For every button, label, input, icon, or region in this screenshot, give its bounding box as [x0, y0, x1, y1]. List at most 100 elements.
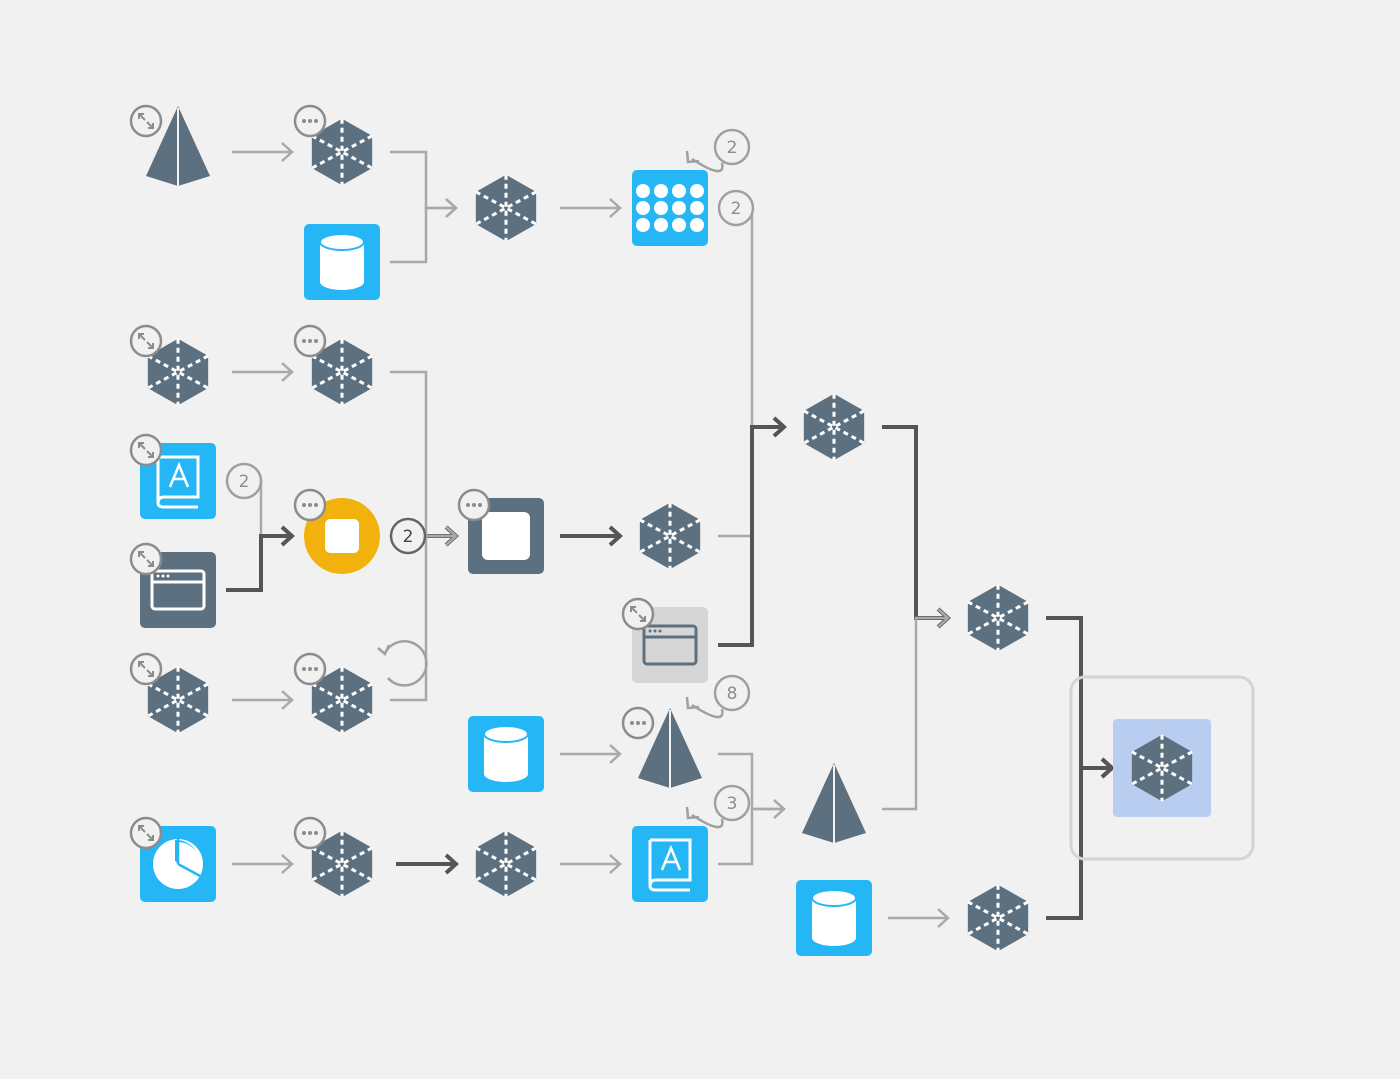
indicator-ring [129, 542, 163, 576]
node-square[interactable] [457, 488, 544, 574]
edge-n12-n13 [232, 690, 294, 710]
node-cube[interactable] [803, 393, 865, 461]
more-options-icon[interactable] [293, 488, 327, 522]
edge-n19-n20 [560, 744, 622, 764]
cube-edge [147, 354, 209, 390]
node-cube[interactable] [293, 104, 373, 186]
node-book[interactable]: 3 [632, 784, 751, 902]
edge-n1-n2 [232, 142, 294, 162]
more-options-icon[interactable] [621, 706, 655, 740]
edge-n21-n23 [718, 799, 786, 866]
window-frame [642, 624, 698, 666]
cube-edge [311, 354, 373, 390]
node-database[interactable] [468, 716, 544, 792]
cube-edge [639, 518, 701, 554]
badge-ring [225, 462, 263, 500]
node-cube[interactable] [293, 640, 428, 734]
arrow-head-icon [444, 853, 459, 875]
edge-n18-n22 [718, 416, 787, 647]
selection-frame [1069, 675, 1255, 861]
node-cube[interactable] [967, 884, 1029, 952]
node-window[interactable] [129, 542, 216, 628]
loop-badge: 2 [685, 128, 751, 173]
cube-body [967, 884, 1029, 952]
cube-body [311, 118, 373, 186]
node-cube[interactable] [129, 324, 209, 406]
expand-icon[interactable] [129, 542, 163, 576]
more-options-icon[interactable] [293, 816, 327, 850]
edge-n9-n10 [226, 525, 295, 592]
node-cube[interactable] [967, 584, 1029, 652]
more-dot [308, 339, 312, 343]
more-options-icon[interactable] [293, 652, 327, 686]
edge-n5-n22 [718, 206, 786, 437]
node-grid[interactable]: 22 [632, 128, 755, 246]
expand-icon[interactable] [129, 324, 163, 358]
more-dot [642, 721, 646, 725]
cube-edge [311, 134, 373, 170]
loop-arrow-icon [383, 640, 428, 687]
node-stop[interactable]: 2 [293, 488, 427, 574]
cube-icon [147, 666, 209, 734]
cube-edge [475, 190, 537, 226]
node-cube[interactable] [1069, 675, 1255, 861]
node-pyramid[interactable] [802, 763, 866, 843]
node-cube[interactable] [639, 502, 701, 570]
grid-dot [636, 218, 650, 232]
node-database[interactable] [304, 224, 380, 300]
more-dot [308, 119, 312, 123]
more-options-icon[interactable] [293, 324, 327, 358]
cube-icon [967, 584, 1029, 652]
grid-dot [672, 218, 686, 232]
arrow-head-icon [281, 854, 294, 874]
window-dot [156, 574, 160, 578]
expand-icon[interactable] [129, 816, 163, 850]
cube-icon [967, 884, 1029, 952]
cube-body [147, 666, 209, 734]
cube-edge [311, 682, 373, 718]
expand-icon[interactable] [129, 652, 163, 686]
cube-edge [147, 682, 209, 718]
more-dot [472, 503, 476, 507]
count-label: 2 [239, 472, 250, 492]
expand-arrows [138, 825, 154, 841]
cylinder-bottom [812, 930, 856, 946]
cube-body [147, 338, 209, 406]
pyramid-icon [802, 763, 866, 843]
node-pyramid[interactable]: 8 [621, 674, 751, 788]
grid-dot [654, 218, 668, 232]
node-cube[interactable] [293, 816, 373, 898]
expand-arrows [138, 661, 154, 677]
node-window[interactable] [621, 597, 708, 683]
database-icon [796, 880, 872, 956]
expand-icon[interactable] [129, 104, 163, 138]
cube-body [1131, 734, 1193, 802]
arrow-head-icon [937, 908, 950, 928]
more-dot [302, 667, 306, 671]
node-pyramid[interactable] [129, 104, 210, 186]
loop-count: 3 [727, 794, 738, 814]
edge-n3-n4 [390, 198, 458, 264]
more-options-icon[interactable] [293, 104, 327, 138]
indicator-ring [621, 597, 655, 631]
cube-icon [311, 830, 373, 898]
count-label: 2 [403, 527, 414, 547]
node-database[interactable] [796, 880, 872, 956]
node-pie[interactable] [129, 816, 216, 902]
arrow-head-icon [281, 690, 294, 710]
edge-n25-n26 [888, 908, 950, 928]
expand-icon[interactable] [129, 433, 163, 467]
expand-icon[interactable] [621, 597, 655, 631]
node-cube[interactable] [293, 324, 373, 406]
arrow-head-icon [609, 854, 622, 874]
node-book[interactable]: 2 [129, 433, 263, 519]
more-options-icon[interactable] [457, 488, 491, 522]
cube-icon [475, 830, 537, 898]
node-cube[interactable] [475, 830, 537, 898]
edge-n11-n17 [560, 525, 623, 547]
arrow-head-icon [281, 362, 294, 382]
cube-edge [311, 846, 373, 882]
node-cube[interactable] [129, 652, 209, 734]
node-cube[interactable] [475, 174, 537, 242]
